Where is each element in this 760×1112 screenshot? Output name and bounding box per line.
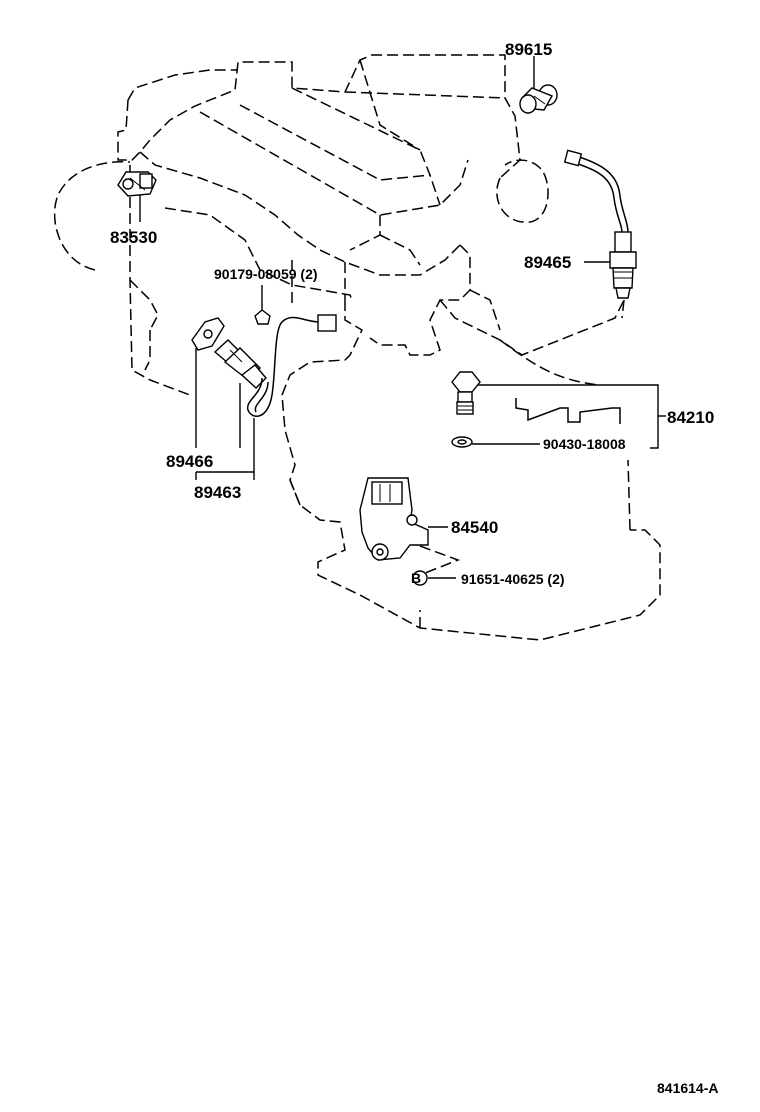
transmission-step-line (515, 398, 621, 424)
label-91651: 91651-40625 (2) (461, 571, 565, 587)
label-89463: 89463 (194, 483, 241, 502)
part-91651-bolt[interactable] (412, 570, 456, 586)
part-84210[interactable] (451, 371, 666, 449)
leader-89466-89463 (195, 348, 255, 480)
label-84540: 84540 (451, 518, 498, 537)
part-90430-washer[interactable] (451, 436, 540, 448)
part-89615[interactable] (519, 56, 558, 114)
diagram-id: 841614-A (657, 1080, 719, 1096)
bolt-marker-label: B (411, 570, 421, 586)
part-89466-gasket[interactable] (191, 317, 225, 351)
label-90179: 90179-08059 (2) (214, 266, 318, 282)
label-90430: 90430-18008 (543, 436, 626, 452)
part-89463-sensor[interactable] (213, 314, 337, 417)
part-83530[interactable] (117, 171, 157, 222)
label-83530: 83530 (110, 228, 157, 247)
part-89465[interactable] (563, 149, 637, 319)
label-84210: 84210 (667, 408, 714, 427)
label-89465: 89465 (524, 253, 571, 272)
engine-outline (53, 54, 661, 641)
label-89615: 89615 (505, 40, 552, 59)
part-84540[interactable] (359, 477, 461, 576)
label-89466: 89466 (166, 452, 213, 471)
part-90179[interactable] (254, 285, 271, 325)
